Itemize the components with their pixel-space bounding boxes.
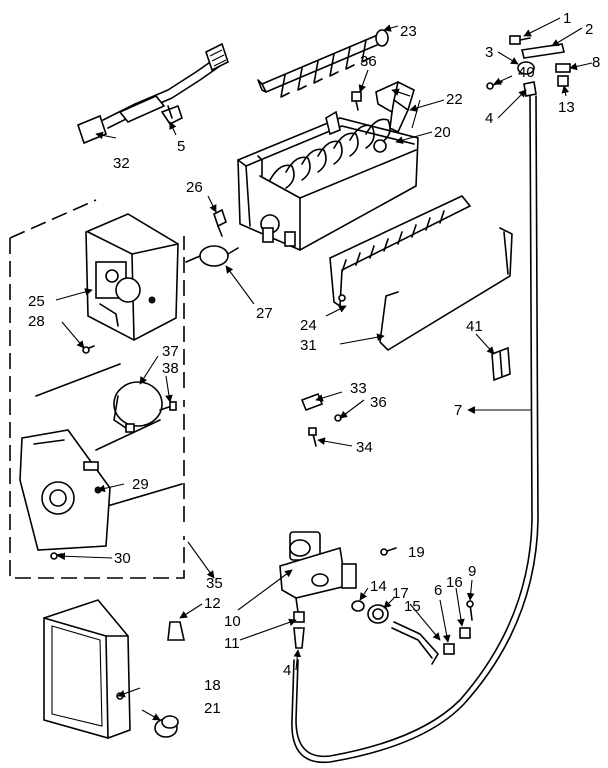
part-3-clamp	[517, 61, 535, 75]
leader-lines	[55, 17, 593, 721]
part-24-stripper	[329, 195, 472, 308]
part-31-shutoff-arm	[379, 227, 513, 351]
part-6-nut	[443, 643, 455, 655]
part-34-screw	[308, 427, 317, 447]
label-36-lower: 36	[370, 394, 387, 411]
label-35: 35	[206, 575, 223, 592]
part-8-ferrule	[555, 63, 571, 73]
part-32-wire-harness	[77, 42, 229, 145]
part-27-coupler	[185, 245, 239, 267]
label-1: 1	[563, 10, 571, 27]
label-29: 29	[132, 476, 149, 493]
label-30: 30	[114, 550, 131, 567]
label-11: 11	[224, 635, 240, 652]
part-11-nut	[293, 611, 305, 623]
part-38-screw	[159, 401, 177, 411]
part-14-washer	[351, 600, 365, 612]
label-3: 3	[485, 44, 493, 61]
part-1-screw	[509, 35, 531, 45]
label-6: 6	[434, 582, 442, 599]
label-16: 16	[446, 574, 463, 591]
part-10-water-valve	[279, 531, 357, 613]
part-13-nut	[557, 75, 569, 87]
part-25-housing	[85, 213, 179, 341]
part-37-motor	[113, 381, 163, 433]
part-18-cover	[43, 599, 131, 739]
label-12: 12	[204, 595, 221, 612]
label-34: 34	[356, 439, 373, 456]
label-15: 15	[404, 598, 421, 615]
label-13: 13	[558, 99, 575, 116]
label-7: 7	[454, 402, 462, 419]
part-15-tube	[391, 621, 439, 665]
label-28: 28	[28, 313, 45, 330]
label-26: 26	[186, 179, 203, 196]
label-22: 22	[446, 91, 463, 108]
label-41: 41	[466, 318, 483, 335]
label-17: 17	[392, 585, 409, 602]
label-4-lower: 4	[283, 662, 291, 679]
label-20: 20	[434, 124, 451, 141]
part-28-screw	[82, 345, 95, 354]
label-4-upper: 4	[485, 110, 493, 127]
part-22-fill-cup	[375, 81, 415, 134]
part-12-wire-nut	[167, 621, 185, 641]
part-17-coupling	[367, 604, 389, 624]
part-5-clip	[160, 104, 183, 126]
label-33: 33	[350, 380, 367, 397]
control-module-outline	[9, 199, 185, 579]
label-37: 37	[162, 343, 179, 360]
label-9: 9	[468, 563, 476, 580]
part-33-bracket	[300, 392, 324, 412]
label-14: 14	[370, 578, 387, 595]
label-24: 24	[300, 317, 317, 334]
label-25: 25	[28, 293, 45, 310]
part-19-screw	[380, 547, 397, 556]
part-26-screw	[213, 208, 227, 237]
label-10: 10	[224, 613, 241, 630]
part-2-tube-fitting	[521, 43, 565, 59]
part-23-ejector	[257, 29, 389, 98]
label-21: 21	[204, 700, 221, 717]
part-36-screw-upper	[351, 91, 362, 111]
part-21-knob	[154, 715, 179, 738]
part-9-screw	[466, 600, 474, 621]
part-4-insert-lower	[293, 627, 305, 649]
label-8: 8	[592, 54, 600, 71]
label-32: 32	[113, 155, 130, 172]
part-41-clip	[491, 346, 511, 382]
label-18: 18	[204, 677, 221, 694]
part-16-clamp	[459, 627, 471, 639]
part-20-mold	[237, 110, 419, 251]
label-36-upper: 36	[360, 53, 377, 70]
label-19: 19	[408, 544, 425, 561]
label-38: 38	[162, 360, 179, 377]
label-2: 2	[585, 21, 593, 38]
label-31: 31	[300, 337, 317, 354]
label-27: 27	[256, 305, 273, 322]
label-23: 23	[400, 23, 417, 40]
label-40: 40	[518, 64, 535, 81]
label-5: 5	[177, 138, 185, 155]
part-4-insert-upper	[523, 81, 537, 97]
part-29-plate	[19, 429, 111, 551]
part-7-water-tube	[295, 95, 533, 758]
callout-labels: 1 2 3 4 4 5 6 7 8 9 10 11 12 13 14 15 16…	[28, 10, 600, 717]
part-40-screw	[486, 81, 503, 90]
